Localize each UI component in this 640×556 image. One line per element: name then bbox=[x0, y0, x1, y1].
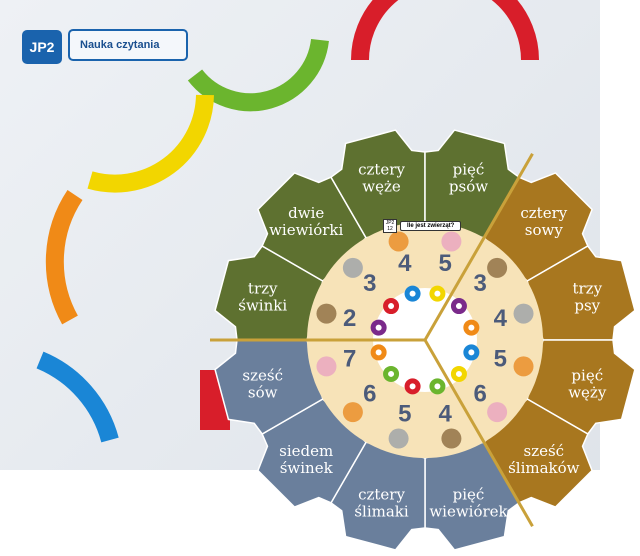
label-word: pięć bbox=[453, 161, 485, 179]
color-dot-center bbox=[409, 383, 416, 390]
count-number: 4 bbox=[439, 401, 453, 428]
label-word: trzy bbox=[248, 280, 278, 298]
label-word: świnek bbox=[280, 459, 334, 477]
animal-icon bbox=[487, 402, 508, 423]
animal-icon bbox=[316, 303, 337, 324]
animal-icon bbox=[441, 428, 462, 449]
label-word: węże bbox=[362, 178, 401, 196]
card-label: JP2 12 bbox=[383, 219, 397, 233]
count-number: 4 bbox=[494, 305, 508, 332]
label-word: cztery bbox=[520, 204, 567, 222]
color-dot-center bbox=[455, 370, 462, 377]
count-number: 3 bbox=[473, 270, 486, 297]
count-number: 4 bbox=[398, 250, 412, 277]
color-dot-center bbox=[455, 303, 462, 310]
count-number: 6 bbox=[473, 380, 486, 407]
blue-arc bbox=[36, 351, 119, 443]
color-dot-center bbox=[409, 290, 416, 297]
label-word: wiewiórek bbox=[429, 502, 508, 520]
sector-divider bbox=[423, 339, 534, 527]
label-word: ślimaki bbox=[354, 502, 409, 520]
product-title: Nauka czytania bbox=[68, 29, 188, 61]
label-word: pięć bbox=[453, 485, 485, 503]
label-word: cztery bbox=[358, 161, 405, 179]
red-arc bbox=[351, 0, 539, 61]
label-word: sowy bbox=[525, 221, 564, 239]
label-word: świnki bbox=[238, 297, 287, 315]
sector-divider bbox=[423, 153, 534, 341]
animal-icon bbox=[513, 356, 534, 377]
animal-icon bbox=[441, 231, 462, 252]
count-number: 5 bbox=[398, 401, 411, 428]
label-word: pięć bbox=[571, 366, 603, 384]
color-dot-center bbox=[434, 383, 441, 390]
animal-icon bbox=[342, 402, 363, 423]
color-dot-center bbox=[388, 370, 395, 377]
animal-icon bbox=[513, 303, 534, 324]
label-word: sów bbox=[248, 383, 278, 401]
animal-icon bbox=[316, 356, 337, 377]
label-word: wiewiórki bbox=[269, 221, 343, 239]
count-number: 5 bbox=[439, 250, 452, 277]
label-word: psów bbox=[449, 178, 488, 196]
count-number: 6 bbox=[363, 380, 376, 407]
count-number: 3 bbox=[363, 270, 376, 297]
color-dot-center bbox=[375, 349, 382, 356]
animal-icon bbox=[388, 428, 409, 449]
label-word: siedem bbox=[279, 442, 333, 460]
yellow-arc bbox=[87, 94, 214, 193]
label-word: psy bbox=[574, 297, 600, 315]
color-dot-center bbox=[388, 303, 395, 310]
label-word: sześć bbox=[242, 366, 283, 384]
color-dot-center bbox=[468, 349, 475, 356]
color-dot-center bbox=[434, 290, 441, 297]
count-number: 5 bbox=[494, 346, 507, 373]
question-label: Ile jest zwierząt? bbox=[400, 221, 462, 231]
color-dot-center bbox=[375, 324, 382, 331]
animal-icon bbox=[487, 257, 508, 278]
label-word: trzy bbox=[572, 280, 602, 298]
orange-arc bbox=[45, 190, 83, 325]
count-number: 7 bbox=[343, 346, 356, 373]
animal-icon bbox=[342, 257, 363, 278]
animal-icon bbox=[388, 231, 409, 252]
color-dot-center bbox=[468, 324, 475, 331]
count-number: 2 bbox=[343, 305, 356, 332]
label-word: sześć bbox=[524, 442, 565, 460]
label-word: dwie bbox=[288, 204, 324, 222]
label-word: cztery bbox=[358, 485, 405, 503]
label-word: ślimaków bbox=[508, 459, 580, 477]
label-word: węży bbox=[568, 383, 607, 401]
green-arc bbox=[187, 38, 329, 112]
product-code: JP2 bbox=[22, 30, 62, 64]
